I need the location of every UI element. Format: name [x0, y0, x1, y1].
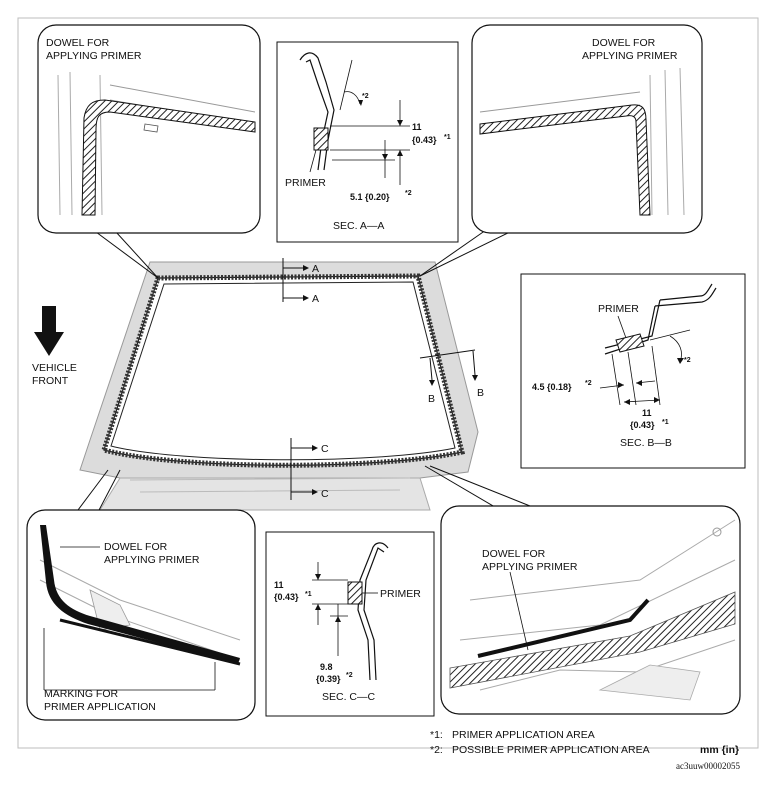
cut-label-a-bottom: A: [312, 293, 319, 305]
sec-bb-dim-main: 11: [642, 408, 652, 418]
cut-label-c-bottom: C: [321, 488, 329, 500]
callout-top-right-line1: DOWEL FOR: [592, 37, 656, 49]
sec-bb-primer-label: PRIMER: [598, 303, 639, 315]
sec-bb-dim-aux: 4.5 {0.18}: [532, 382, 572, 392]
legend-note1: PRIMER APPLICATION AREA: [452, 729, 595, 741]
sec-bb-angle-ref: *2: [684, 357, 691, 364]
callout-bottom-left-dowel-line1: DOWEL FOR: [104, 541, 168, 553]
legend-note1-mark: *1:: [430, 729, 443, 741]
sec-aa-primer-label: PRIMER: [285, 177, 326, 189]
callout-top-right-line2: APPLYING PRIMER: [582, 50, 678, 62]
sec-aa-dim-aux: 5.1 {0.20}: [350, 192, 390, 202]
legend-note2: POSSIBLE PRIMER APPLICATION AREA: [452, 744, 650, 756]
sec-bb-dim-aux-ref: *2: [585, 380, 592, 387]
figure-code: ac3uuw00002055: [676, 761, 740, 771]
callout-top-left: DOWEL FOR APPLYING PRIMER: [37, 24, 261, 279]
cut-label-a-top: A: [312, 263, 319, 275]
windshield-body-illustration: [79, 261, 479, 511]
cut-label-b-right: B: [477, 387, 484, 399]
sec-bb-dim-main-ref: *1: [662, 419, 669, 426]
callout-top-right: DOWEL FOR APPLYING PRIMER: [419, 24, 703, 277]
sec-aa-angle-ref: *2: [362, 93, 369, 100]
vehicle-front-line1: VEHICLE: [32, 362, 77, 374]
sec-aa-dim-main: 11: [412, 122, 422, 132]
down-arrow-icon: [34, 332, 64, 356]
legend-note2-mark: *2:: [430, 744, 443, 756]
section-c-c: 11 {0.43} *1 9.8 {0.39} *2 PRIMER SEC. C…: [265, 531, 435, 717]
callout-bottom-left-marking-line1: MARKING FOR: [44, 688, 119, 700]
sec-cc-dim-aux-ref: *2: [346, 672, 353, 679]
sec-bb-title: SEC. B—B: [620, 437, 672, 449]
cut-mark-b: B B: [419, 349, 484, 405]
callout-bottom-right-line2: APPLYING PRIMER: [482, 561, 578, 573]
sec-bb-dim-main-in: {0.43}: [630, 420, 655, 430]
callout-bottom-left: DOWEL FOR APPLYING PRIMER MARKING FOR PR…: [26, 469, 256, 721]
cut-mark-c: C C: [290, 438, 329, 500]
legend-units: mm {in}: [700, 744, 739, 756]
callout-bottom-left-dowel-line2: APPLYING PRIMER: [104, 554, 200, 566]
sec-aa-dim-main-in: {0.43}: [412, 135, 437, 145]
callout-top-left-line2: APPLYING PRIMER: [46, 50, 142, 62]
section-b-b: *2 4.5 {0.18} *2 11 {0.43} *1 PRIMER SEC…: [520, 273, 746, 469]
callout-bottom-right: DOWEL FOR APPLYING PRIMER: [424, 465, 741, 715]
sec-cc-title: SEC. C—C: [322, 691, 376, 703]
sec-cc-dim-main: 11: [274, 580, 284, 590]
sec-aa-dim-main-ref: *1: [444, 134, 451, 141]
sec-aa-dim-aux-ref: *2: [405, 190, 412, 197]
callout-top-left-line1: DOWEL FOR: [46, 37, 110, 49]
sec-cc-primer-label: PRIMER: [380, 588, 421, 600]
sec-cc-dim-aux: 9.8: [320, 662, 333, 672]
section-a-a: *2 11 {0.43} *1 5.1 {0.20} *2 PRIMER SEC…: [276, 41, 459, 243]
callout-bottom-right-line1: DOWEL FOR: [482, 548, 546, 560]
vehicle-front-indicator: VEHICLE FRONT: [32, 306, 77, 387]
sec-cc-dim-main-ref: *1: [305, 591, 312, 598]
legend: *1: PRIMER APPLICATION AREA *2: POSSIBLE…: [430, 729, 739, 756]
sec-cc-dim-aux-in: {0.39}: [316, 674, 341, 684]
cut-label-b-left: B: [428, 393, 435, 405]
cut-mark-a: A A: [282, 258, 319, 305]
sec-cc-dim-main-in: {0.43}: [274, 592, 299, 602]
cut-label-c-top: C: [321, 443, 329, 455]
sec-aa-title: SEC. A—A: [333, 220, 384, 232]
callout-bottom-left-marking-line2: PRIMER APPLICATION: [44, 701, 156, 713]
figure-frame: [17, 17, 759, 749]
vehicle-front-line2: FRONT: [32, 375, 69, 387]
